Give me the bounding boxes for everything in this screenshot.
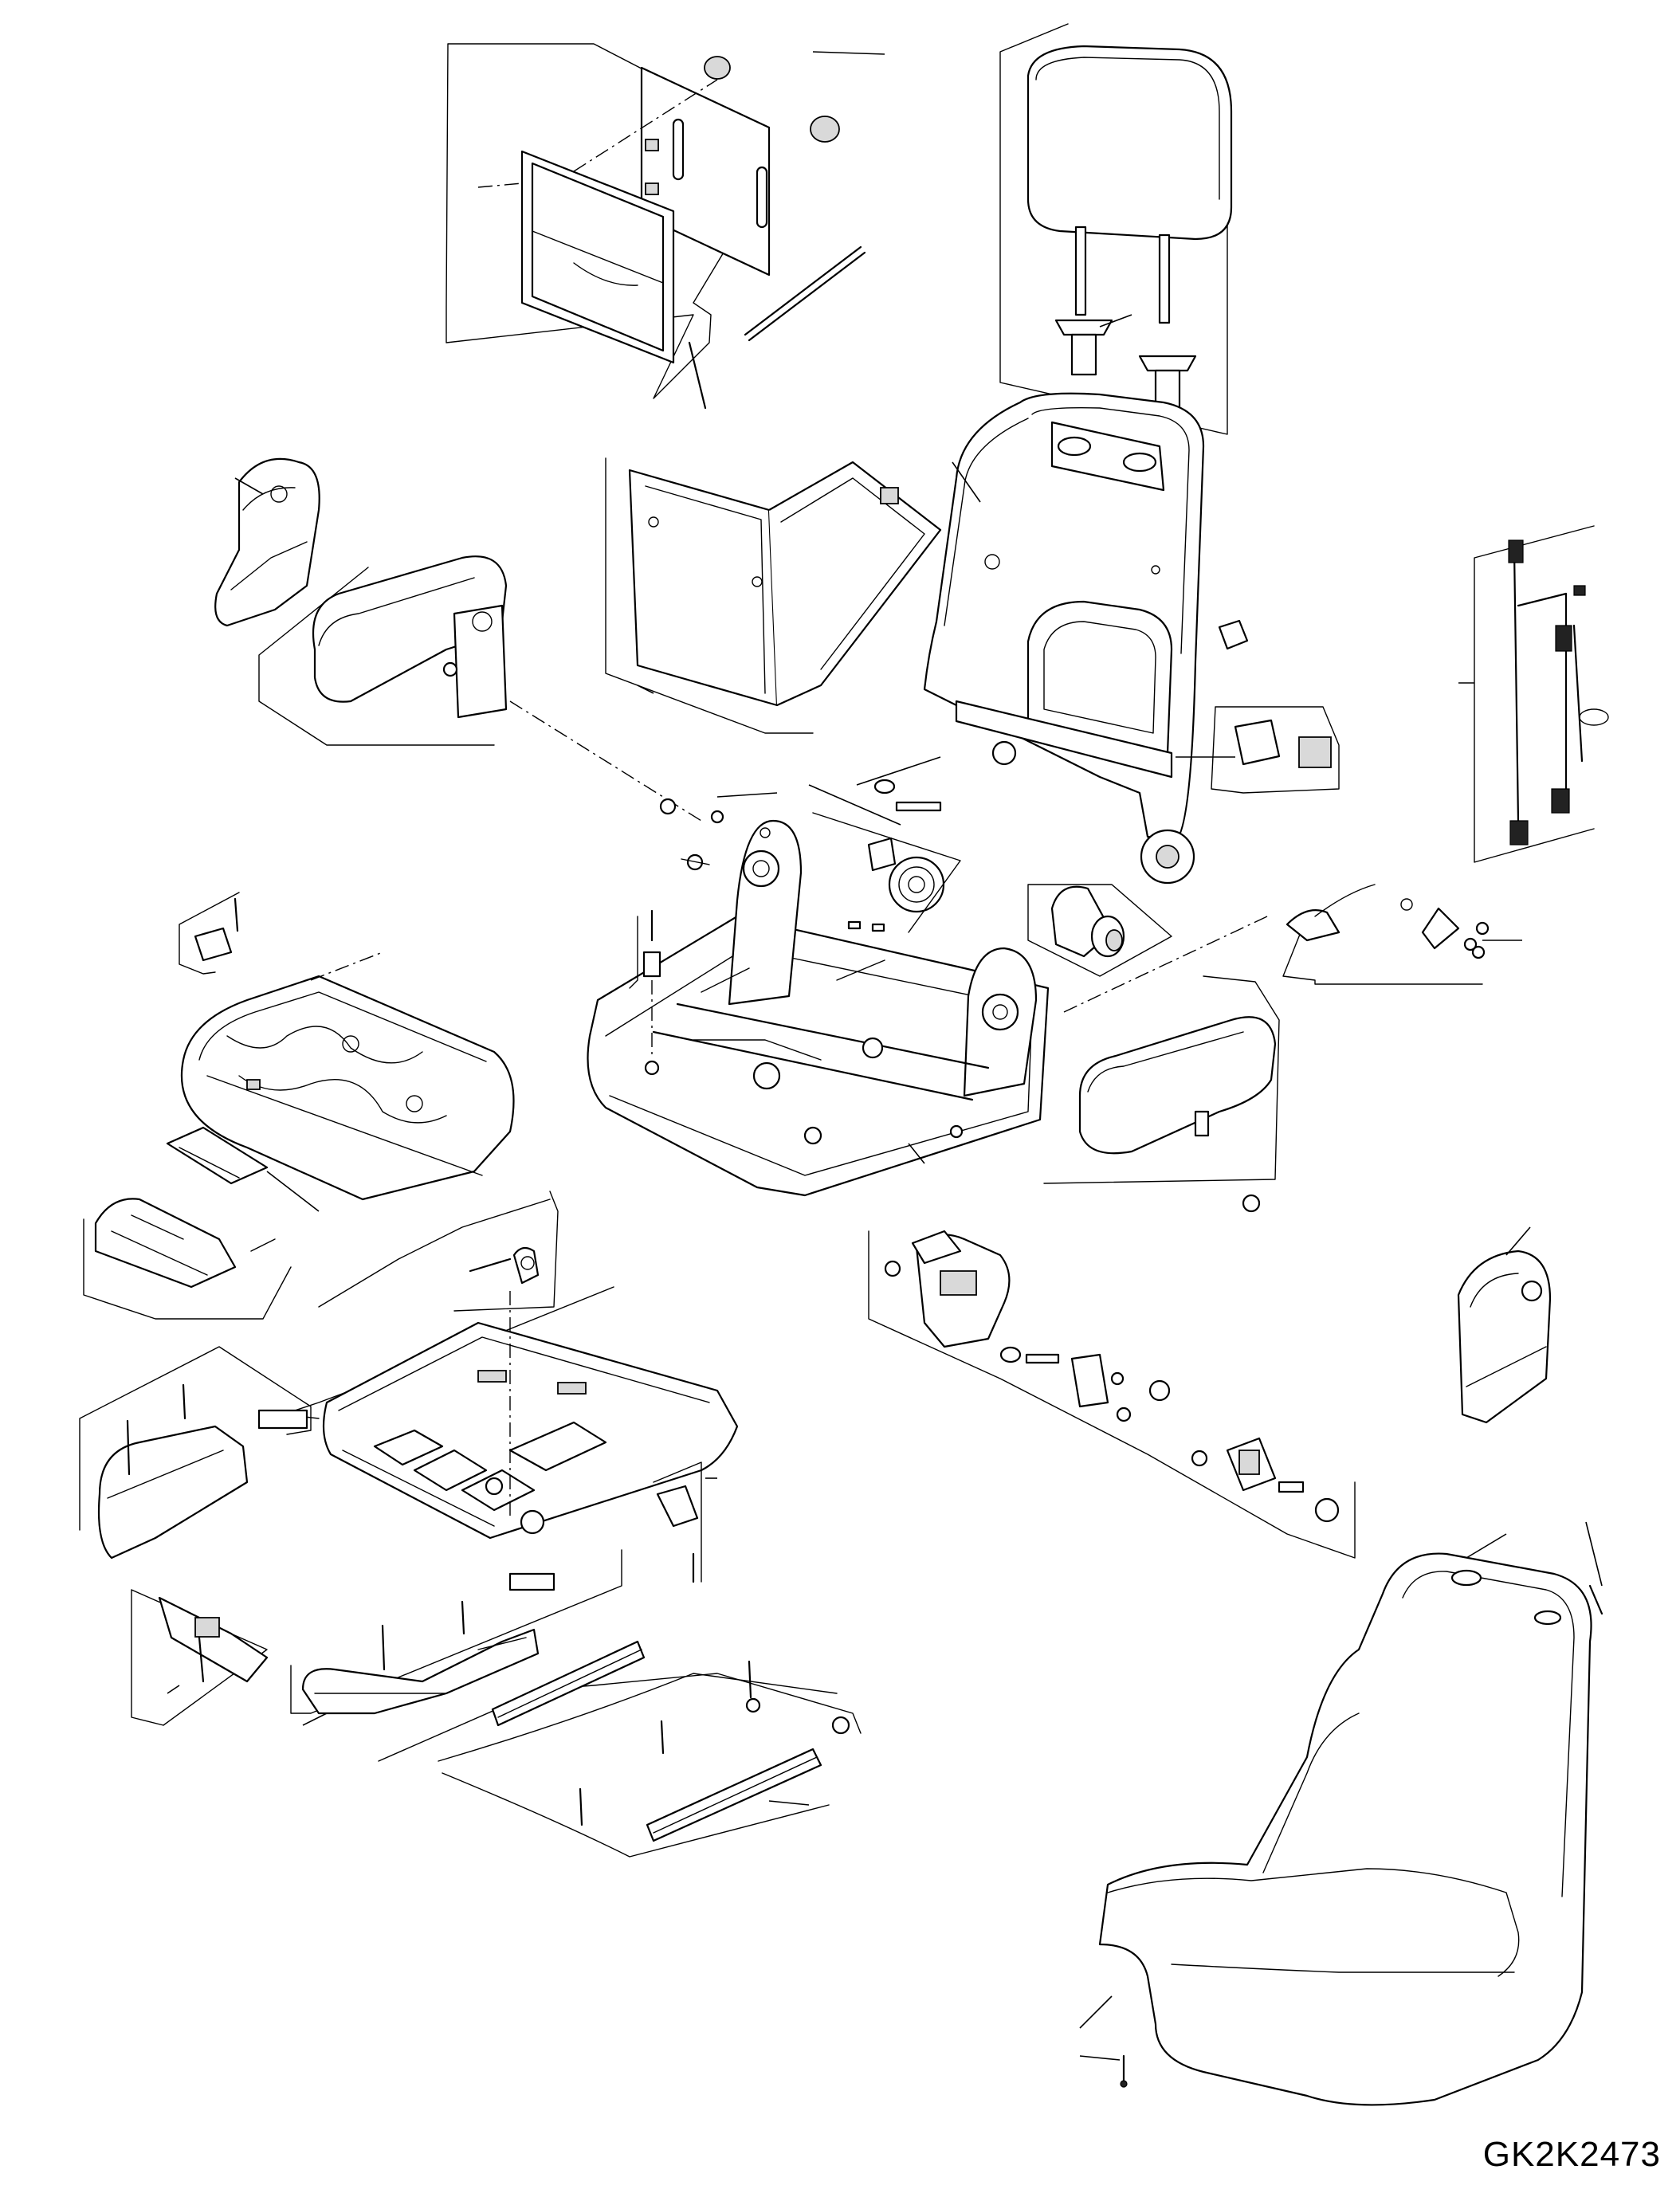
recline-handle-group — [1283, 885, 1522, 984]
backrest-frame — [924, 394, 1203, 883]
wire-harness-group — [1458, 526, 1608, 862]
seatbelt-group — [869, 1231, 1355, 1558]
base-plate — [283, 1287, 737, 1538]
seat-base-frame — [588, 821, 1049, 1195]
seat-cover — [1080, 1522, 1602, 2105]
headrest-group — [1000, 24, 1231, 434]
height-lever-group — [319, 1191, 558, 1311]
front-left-skirt — [80, 1347, 311, 1558]
slide-rails — [379, 1642, 861, 1857]
side-bracket-small — [654, 1462, 717, 1582]
backrest-clips — [1176, 621, 1339, 793]
left-side-cover — [215, 459, 320, 626]
left-armrest-group — [259, 556, 506, 745]
storage-tray-group — [606, 458, 940, 733]
right-armrest-group — [1044, 916, 1279, 1211]
rear-panel-group — [446, 44, 885, 408]
seat-cushion-pan — [182, 952, 514, 1199]
left-bracket — [179, 893, 239, 974]
right-side-cover — [1458, 1227, 1550, 1422]
center-fasteners — [510, 701, 960, 932]
drawing-code: GK2K2473 — [1482, 2135, 1661, 2174]
seat-pan-clips — [84, 1128, 319, 1319]
front-skirt-cover — [291, 1550, 622, 1725]
slide-lever-block — [131, 1590, 267, 1725]
lumbar-mechanism — [1028, 885, 1172, 976]
